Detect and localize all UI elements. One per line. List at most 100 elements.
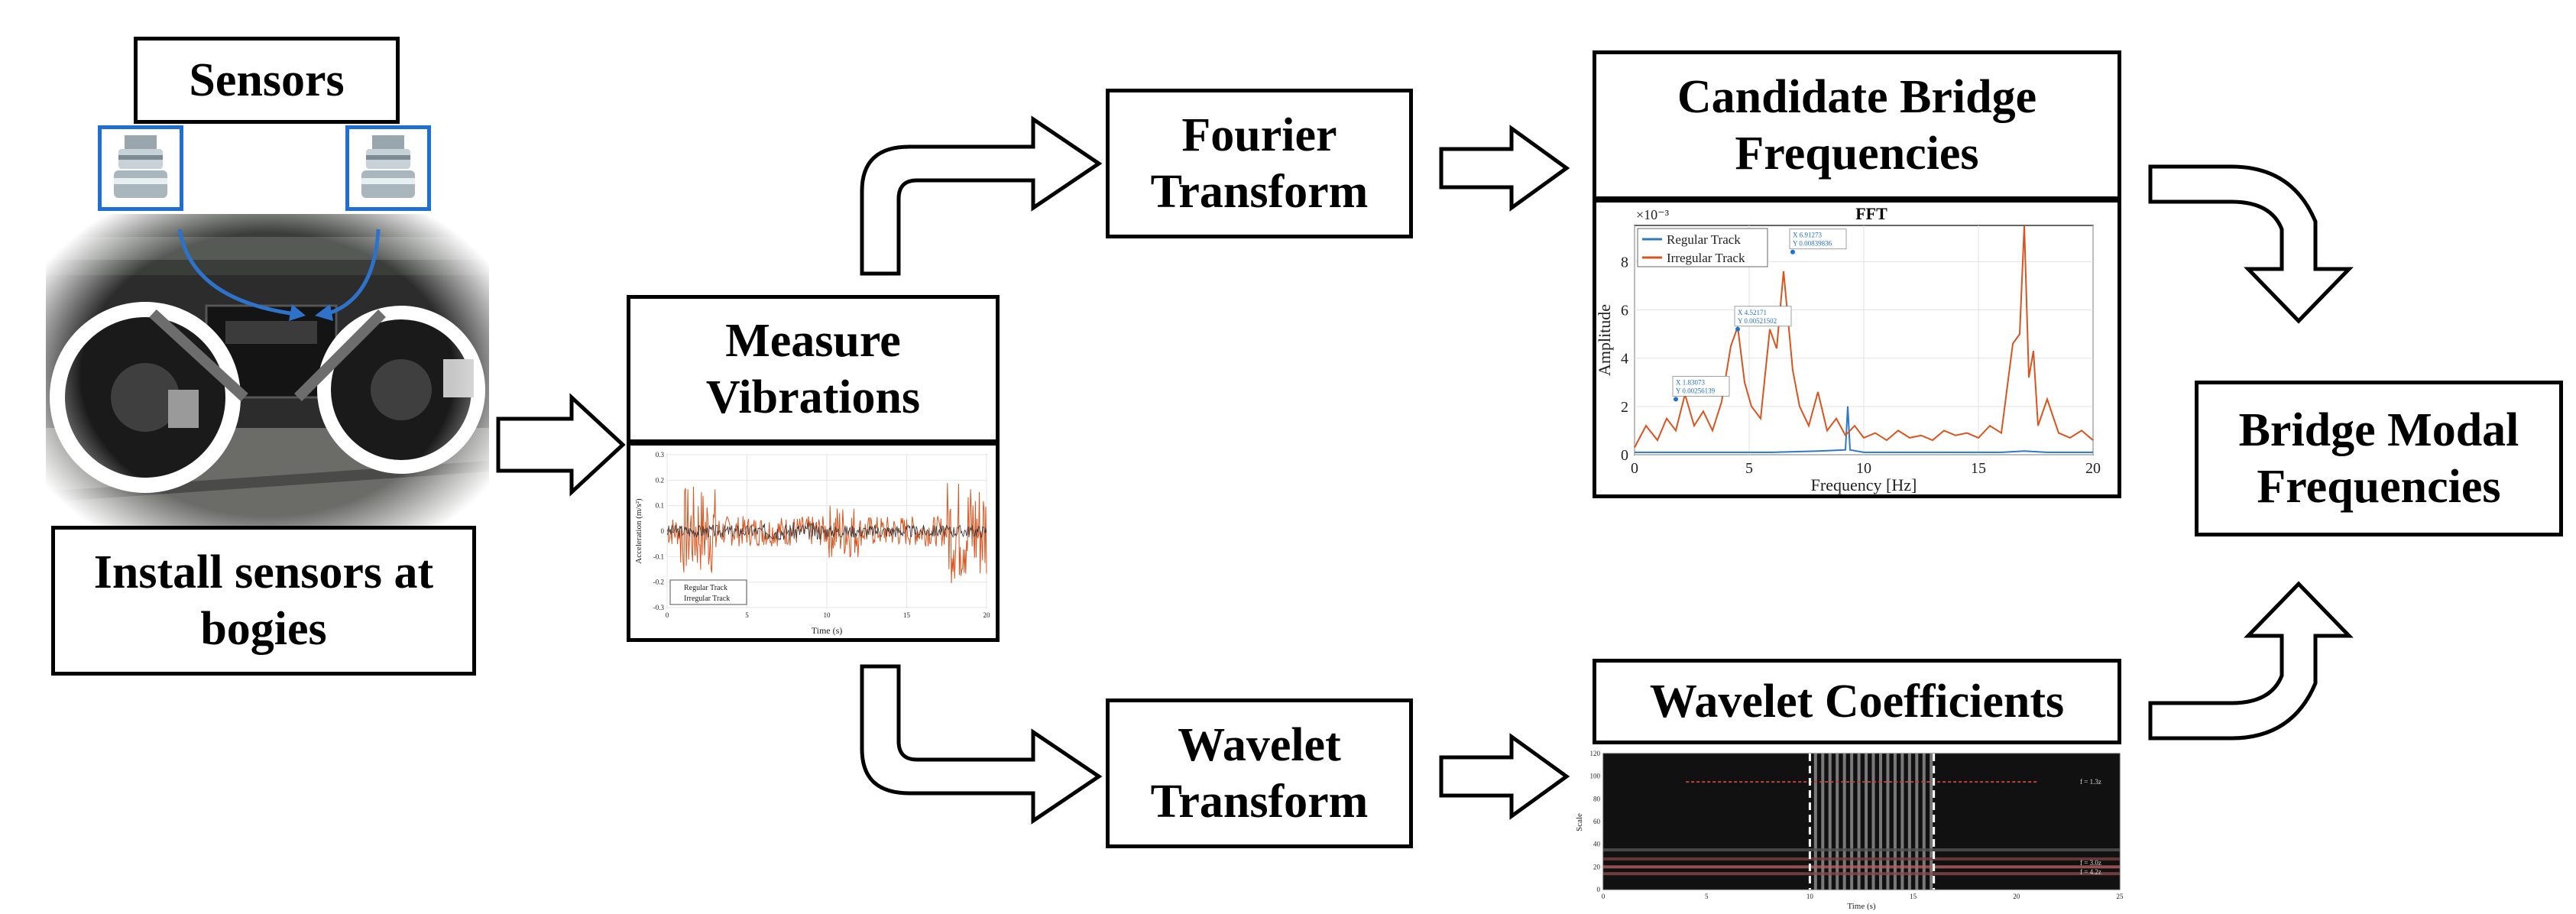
x-tick-label: 5 — [745, 611, 749, 619]
y-tick-label: 60 — [1593, 818, 1601, 825]
x-tick-label: 20 — [2085, 460, 2101, 477]
sensor-icon — [98, 125, 183, 211]
fringe — [1857, 754, 1861, 890]
y-tick-label: 20 — [1593, 863, 1601, 870]
install-box: Install sensors at bogies — [51, 526, 476, 676]
datatip-text: Y 0.00521502 — [1738, 317, 1777, 325]
x-tick-label: 15 — [1910, 893, 1917, 900]
fourier-label: Fourier Transform — [1150, 109, 1369, 218]
modal-label: Bridge Modal Frequencies — [2238, 404, 2519, 513]
coefficients-label: Wavelet Coefficients — [1649, 675, 2065, 728]
y-tick-label: 0.3 — [656, 451, 665, 459]
arrow-right-icon — [1439, 125, 1570, 212]
chart-title: FFT — [1855, 204, 1887, 223]
datatip-box — [1789, 228, 1847, 250]
y-tick-label: 0 — [661, 527, 665, 535]
y-axis-label: Acceleration (m/s²) — [634, 498, 643, 564]
sensor-icon — [345, 125, 431, 211]
datatip-box — [1734, 306, 1792, 327]
fringe — [1922, 754, 1926, 890]
fringe — [1850, 754, 1854, 890]
datatip-marker — [1674, 397, 1678, 402]
y-tick-label: 2 — [1621, 399, 1628, 416]
y-tick-label: 120 — [1590, 750, 1601, 757]
y-tick-label: 100 — [1590, 773, 1601, 780]
x-tick-label: 10 — [1806, 893, 1814, 900]
marker-label: f = 1.3z — [2080, 778, 2101, 786]
x-axis-label: Time (s) — [1847, 902, 1876, 910]
y-tick-label: 0.2 — [656, 476, 664, 484]
bogie-photo — [45, 206, 490, 543]
measure-box: Measure Vibrations — [627, 295, 1000, 443]
legend — [669, 579, 747, 605]
y-tick-label: 40 — [1593, 841, 1601, 848]
fringe — [1821, 754, 1825, 890]
legend-entry: Regular Track — [1667, 232, 1741, 247]
arrow-down-icon — [2148, 164, 2354, 324]
legend-entry: Irregular Track — [1667, 251, 1745, 265]
band — [1603, 865, 2120, 869]
y-tick-label: 4 — [1621, 351, 1628, 368]
candidate-box: Candidate Bridge Frequencies — [1593, 50, 2121, 200]
x-tick-label: 10 — [824, 611, 831, 619]
fringe — [1842, 754, 1846, 890]
fourier-box: Fourier Transform — [1106, 89, 1413, 238]
y-tick-label: 0 — [1621, 447, 1628, 464]
fringe — [1893, 754, 1897, 890]
fringe — [1813, 754, 1817, 890]
x-tick-label: 10 — [1856, 460, 1871, 477]
y-tick-label: 0.1 — [656, 502, 664, 510]
y-multiplier: ×10⁻³ — [1636, 207, 1670, 222]
fringe — [1900, 754, 1904, 890]
x-tick-label: 20 — [983, 611, 991, 619]
y-tick-label: -0.2 — [653, 579, 664, 586]
x-tick-label: 15 — [1971, 460, 1986, 477]
datatip-box — [1672, 375, 1730, 397]
y-tick-label: -0.1 — [653, 553, 664, 560]
datatip-marker — [1735, 326, 1740, 332]
arrow-right-icon — [1439, 733, 1570, 820]
fringe — [1871, 754, 1875, 890]
legend-entry: Irregular Track — [684, 595, 730, 603]
band — [1603, 872, 2120, 876]
x-tick-label: 0 — [1631, 460, 1638, 477]
series-line — [666, 522, 987, 541]
band — [1603, 857, 2120, 861]
x-tick-label: 0 — [666, 611, 669, 619]
legend-entry: Regular Track — [684, 584, 727, 592]
marker-label: f = 4.2z — [2080, 868, 2101, 876]
fringe — [1836, 754, 1839, 890]
arrow-down-right-icon — [860, 664, 1103, 825]
datatip-text: X 6.91273 — [1793, 232, 1822, 239]
y-tick-label: 0 — [1597, 886, 1601, 893]
marker-label: f = 3.0z — [2080, 859, 2101, 867]
arrow-up-right-icon — [860, 115, 1103, 276]
series-line — [1634, 225, 2094, 448]
measure-label: Measure Vibrations — [705, 314, 921, 423]
sensors-label: Sensors — [189, 53, 345, 106]
fringe — [1865, 754, 1868, 890]
candidate-label: Candidate Bridge Frequencies — [1677, 70, 2037, 180]
x-tick-label: 5 — [1745, 460, 1753, 477]
datatip-text: X 1.83073 — [1676, 378, 1705, 386]
fringe — [1886, 754, 1890, 890]
fringe — [1915, 754, 1919, 890]
legend — [1637, 228, 1768, 267]
y-tick-label: 6 — [1621, 303, 1628, 319]
y-axis-label: Scale — [1575, 813, 1584, 831]
install-label: Install sensors at bogies — [93, 546, 434, 655]
y-axis-label: Amplitude — [1596, 304, 1614, 376]
sensors-box: Sensors — [134, 37, 400, 124]
x-axis-label: Frequency [Hz] — [1811, 475, 1917, 494]
x-tick-label: 20 — [2013, 893, 2020, 900]
fringe — [1878, 754, 1882, 890]
plot-area — [1602, 753, 2121, 890]
fringe — [1828, 754, 1832, 890]
x-tick-label: 15 — [903, 611, 911, 619]
y-tick-label: -0.3 — [653, 604, 665, 611]
modal-box: Bridge Modal Frequencies — [2195, 381, 2563, 536]
